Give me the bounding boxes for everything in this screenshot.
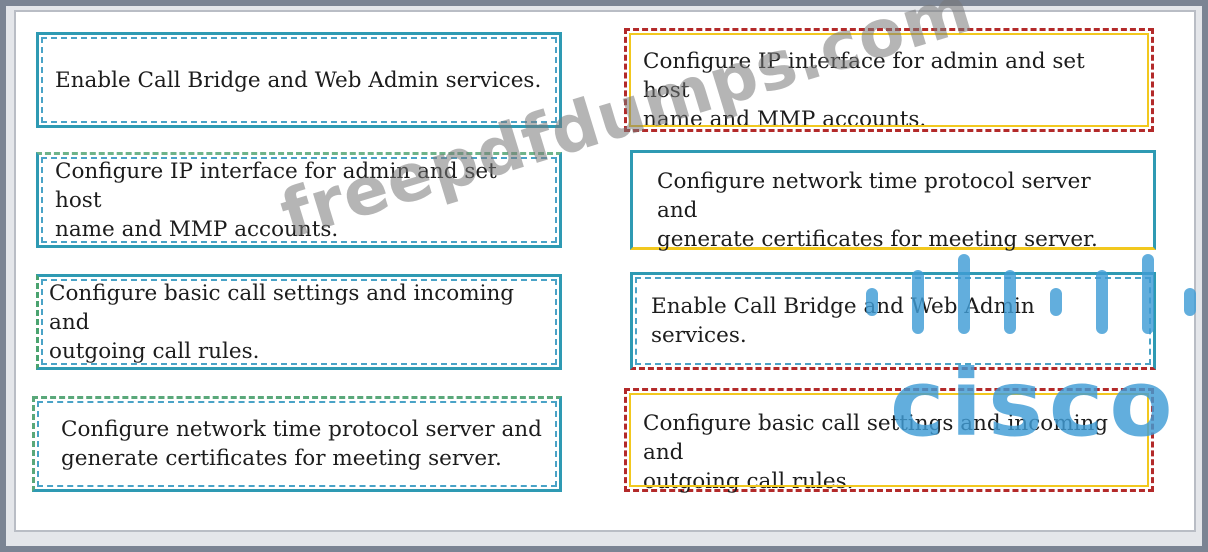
left-step-box-3[interactable]: Configure basic call settings and incomi… xyxy=(36,274,562,370)
right-target-box-4[interactable]: Configure basic call settings and incomi… xyxy=(624,388,1154,494)
right-target-box-2[interactable]: Configure network time protocol server a… xyxy=(630,150,1156,252)
left-step-box-4[interactable]: Configure network time protocol server a… xyxy=(32,396,562,492)
right-target-box-1[interactable]: Configure IP interface for admin and set… xyxy=(624,28,1154,132)
left-step-box-1[interactable]: Enable Call Bridge and Web Admin service… xyxy=(36,32,562,128)
left-step-box-2[interactable]: Configure IP interface for admin and set… xyxy=(36,152,562,248)
right-target-box-3[interactable]: Enable Call Bridge and Web Admin service… xyxy=(630,272,1156,370)
